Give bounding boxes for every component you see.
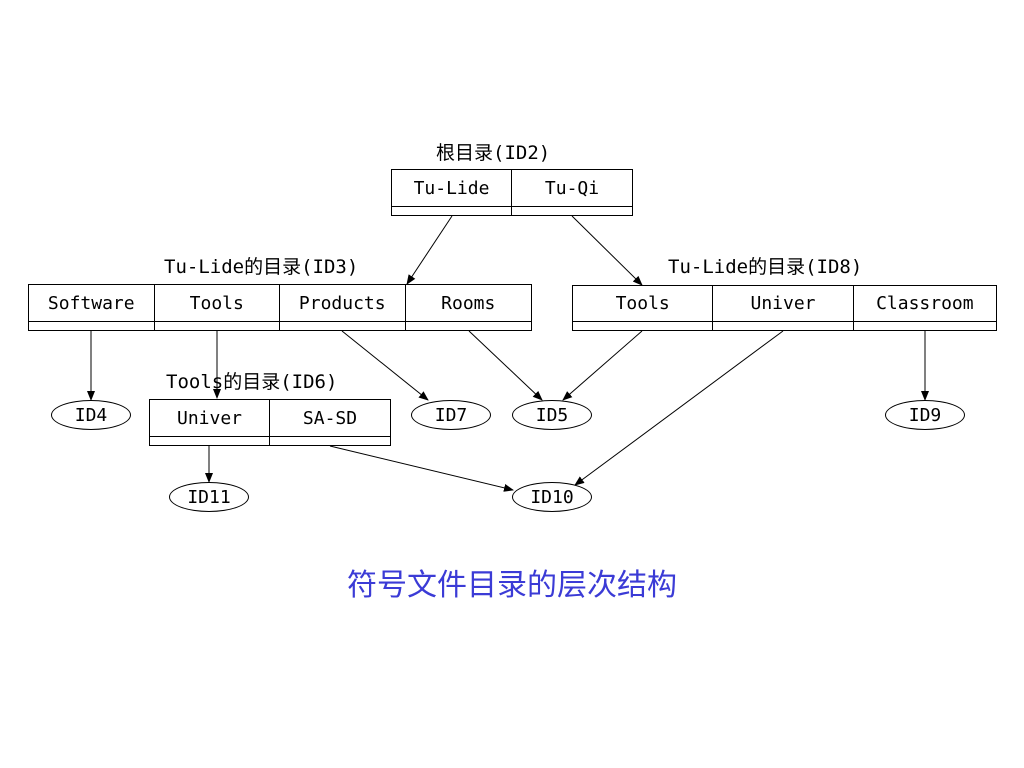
slide-caption: 符号文件目录的层次结构 [347,568,677,603]
id8-entry-univer: Univer [713,286,854,330]
entry-label: Tools [615,293,670,314]
id6-entry-univer: Univer [150,400,270,445]
entry-id-strip [405,321,531,330]
entry-label: Classroom [876,293,974,314]
root-directory-title: 根目录(ID2) [436,142,551,164]
entry-label: SA-SD [302,407,358,429]
entry-label: Tools [189,292,244,314]
node-id9: ID9 [885,400,965,430]
node-id4: ID4 [51,400,131,430]
node-id7: ID7 [411,400,491,430]
node-id10: ID10 [512,482,592,512]
id8-directory-title: Tu-Lide的目录(ID8) [668,256,863,278]
arrow-tools8-to-id5 [562,330,643,401]
id3-entry-software: Software [29,285,155,330]
arrow-tuqi-to-id8 [571,215,643,286]
arrow-tulide-to-id3 [406,215,453,285]
entry-id-strip [29,321,154,330]
entry-label: Tu-Lide [413,177,490,199]
id3-directory-title: Tu-Lide的目录(ID3) [164,256,359,278]
entry-label: Tu-Qi [544,177,600,199]
root-directory-table: Tu-Lide Tu-Qi [391,169,633,216]
id6-entry-sa-sd: SA-SD [270,400,390,445]
entry-id-strip [154,321,279,330]
entry-label: Products [298,292,386,314]
id8-entry-tools: Tools [573,286,714,330]
entry-id-strip [512,206,632,215]
id3-directory-table: Software Tools Products Rooms [28,284,532,331]
node-id5: ID5 [512,400,592,430]
entry-id-strip [853,321,997,330]
arrow-products-to-id7 [341,330,429,401]
arrow-univer8-to-id10 [574,330,784,486]
id8-entry-classroom: Classroom [853,286,997,330]
entry-id-strip [713,321,853,330]
entry-id-strip [270,436,390,445]
id3-entry-rooms: Rooms [405,285,531,330]
node-id11: ID11 [169,482,249,512]
id3-entry-tools: Tools [154,285,280,330]
root-entry-tu-qi: Tu-Qi [512,170,632,215]
id6-directory-table: Univer SA-SD [149,399,391,446]
arrow-sasd-to-id10 [329,445,514,492]
id3-entry-products: Products [280,285,406,330]
id6-directory-title: Tools的目录(ID6) [166,371,338,393]
entry-id-strip [150,436,269,445]
entry-label: Software [47,292,135,314]
entry-label: Rooms [441,292,496,314]
entry-id-strip [280,321,405,330]
id8-directory-table: Tools Univer Classroom [572,285,997,331]
entry-id-strip [392,206,511,215]
root-entry-tu-lide: Tu-Lide [392,170,512,215]
entry-label: Univer [176,407,243,429]
arrow-rooms-to-id5 [468,330,543,401]
entry-id-strip [573,321,713,330]
entry-label: Univer [750,293,816,314]
